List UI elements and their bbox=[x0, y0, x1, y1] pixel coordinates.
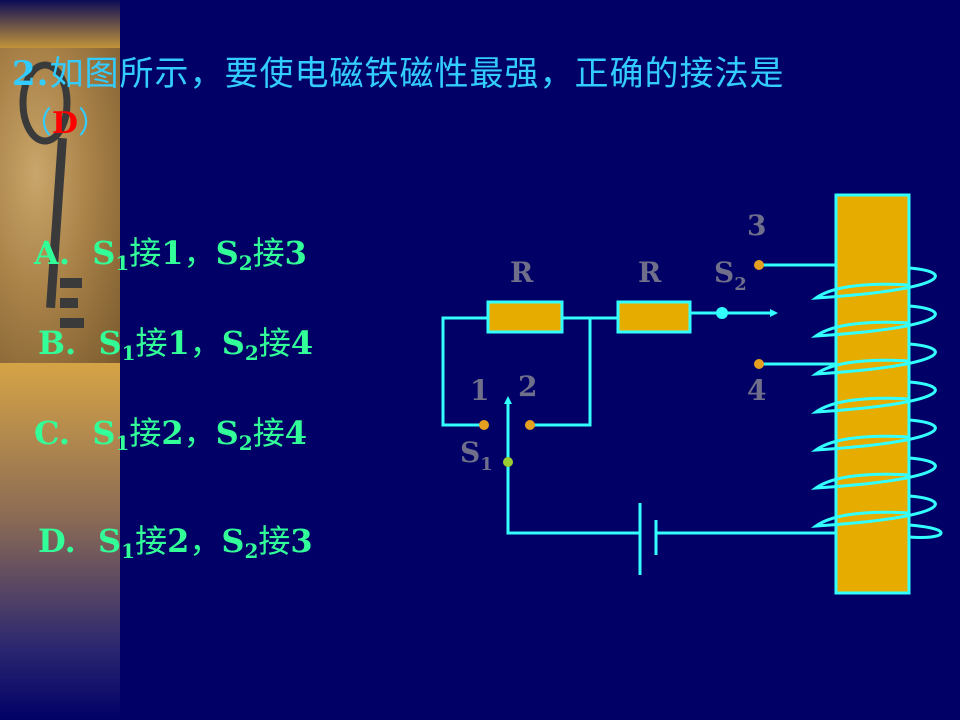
question-text: 如图所示，要使电磁铁磁性最强，正确的接法是 bbox=[49, 54, 785, 94]
terminal-1-label: 1 bbox=[470, 374, 489, 407]
switch-s2-arrow bbox=[770, 309, 778, 317]
terminal-2-contact bbox=[525, 420, 535, 430]
terminal-4-label: 4 bbox=[747, 374, 766, 407]
answer-line: （D） bbox=[22, 98, 108, 142]
key-photo bbox=[0, 48, 120, 363]
terminal-3-label: 3 bbox=[747, 209, 766, 242]
terminal-3-contact bbox=[754, 260, 764, 270]
switch-s1-label: S1 bbox=[460, 436, 493, 475]
option-a[interactable]: A. S1接1，S2接3 bbox=[34, 234, 307, 275]
switch-s1-blade-and-wire bbox=[506, 400, 640, 535]
resistor-1-label: R bbox=[510, 256, 534, 289]
s1-pivot bbox=[503, 457, 513, 467]
answer-letter: D bbox=[52, 106, 79, 141]
terminal-1-contact bbox=[479, 420, 489, 430]
key-icon bbox=[19, 61, 84, 328]
question-title: 2.如图所示，要使电磁铁磁性最强，正确的接法是 bbox=[12, 46, 785, 95]
switch-s2-label: S2 bbox=[714, 256, 747, 295]
resistor-2 bbox=[616, 300, 692, 334]
question-number: 2. bbox=[12, 54, 50, 94]
terminal-4-contact bbox=[754, 359, 764, 369]
open-paren: （ bbox=[22, 106, 52, 141]
option-b[interactable]: B. S1接1，S2接4 bbox=[38, 324, 314, 365]
option-c[interactable]: C. S1接2，S2接4 bbox=[34, 414, 307, 455]
resistor-1 bbox=[486, 300, 564, 334]
s2-pivot bbox=[716, 307, 728, 319]
option-d[interactable]: D. S1接2，S2接3 bbox=[38, 522, 313, 563]
switch-s1-arrow bbox=[504, 396, 512, 404]
resistor-2-label: R bbox=[638, 256, 662, 289]
close-paren: ） bbox=[78, 106, 109, 141]
terminal-2-label: 2 bbox=[518, 370, 537, 403]
wire-r-junction-to-terminal-2 bbox=[530, 318, 592, 427]
iron-core bbox=[834, 193, 911, 595]
coil-windings bbox=[810, 266, 943, 539]
wire-left-loop bbox=[441, 316, 488, 427]
